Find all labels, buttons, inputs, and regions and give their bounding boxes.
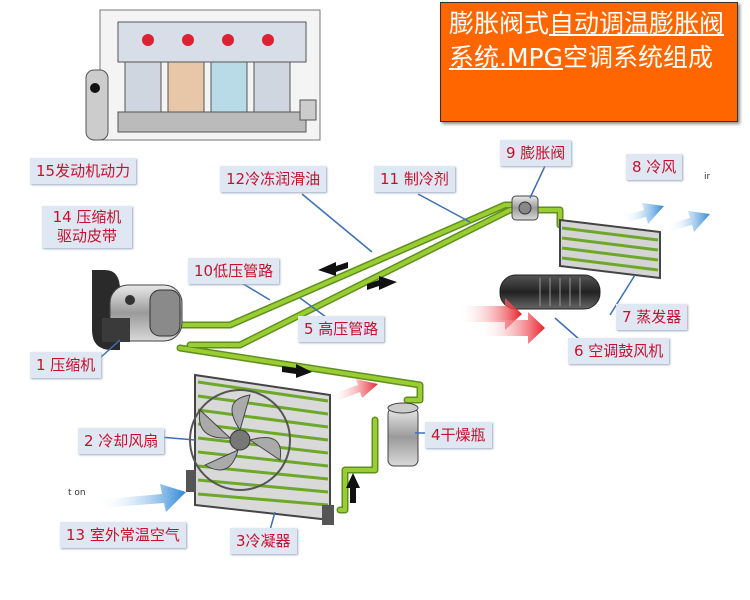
- label-lubricant: 12冷冻润滑油: [220, 166, 327, 192]
- evaporator-illustration: [559, 218, 661, 280]
- expansion-valve-illustration: [511, 195, 539, 221]
- hot-air-arrow-condenser: [330, 379, 378, 402]
- flow-arrow-condenser: [282, 364, 312, 378]
- title-video-link[interactable]: 自动调温膨胀阀系统.MPG: [449, 9, 725, 72]
- label-cold-air: 8 冷风: [626, 154, 683, 180]
- label-engine-power: 15发动机动力: [30, 158, 137, 184]
- label-condenser: 3冷凝器: [230, 528, 297, 554]
- label-low-pressure-pipe: 10低压管路: [188, 258, 280, 284]
- label-expansion-valve: 9 膨胀阀: [500, 140, 572, 166]
- title-prefix: 膨胀阀式: [449, 9, 550, 38]
- compressor-illustration: [92, 270, 183, 350]
- label-blower: 6 空调鼓风机: [568, 338, 670, 364]
- label-receiver-dryer: 4干燥瓶: [425, 422, 492, 448]
- cold-air-arrow-1: [622, 203, 664, 224]
- receiver-dryer-illustration: [387, 402, 419, 467]
- flow-arrow-low: [318, 262, 348, 276]
- fragment-text-right: ir: [704, 172, 711, 182]
- hot-air-arrow-2: [478, 312, 545, 344]
- engine-illustration: [85, 9, 321, 141]
- outside-air-arrow: [96, 484, 186, 512]
- flow-arrow-up: [346, 473, 360, 503]
- label-cooling-fan: 2 冷却风扇: [78, 428, 165, 454]
- blower-illustration: [499, 274, 601, 310]
- flow-arrow-high: [367, 276, 397, 290]
- flow-direction-arrows: [282, 262, 397, 503]
- cold-air-arrow-2: [668, 211, 710, 232]
- label-evaporator: 7 蒸发器: [616, 304, 688, 330]
- title-box: 膨胀阀式自动调温膨胀阀系统.MPG空调系统组成: [440, 2, 738, 122]
- label-compressor: 1 压缩机: [30, 352, 102, 378]
- label-high-pressure-pipe: 5 高压管路: [298, 316, 385, 342]
- fragment-text-left: t on: [68, 488, 86, 498]
- condenser-illustration: [186, 373, 334, 525]
- title-suffix: 空调系统组成: [562, 43, 713, 72]
- label-compressor-belt: 14 压缩机驱动皮带: [42, 206, 132, 248]
- air-flow-arrows: [96, 203, 710, 512]
- label-outside-air: 13 室外常温空气: [60, 522, 186, 548]
- label-refrigerant: 11 制冷剂: [374, 166, 455, 192]
